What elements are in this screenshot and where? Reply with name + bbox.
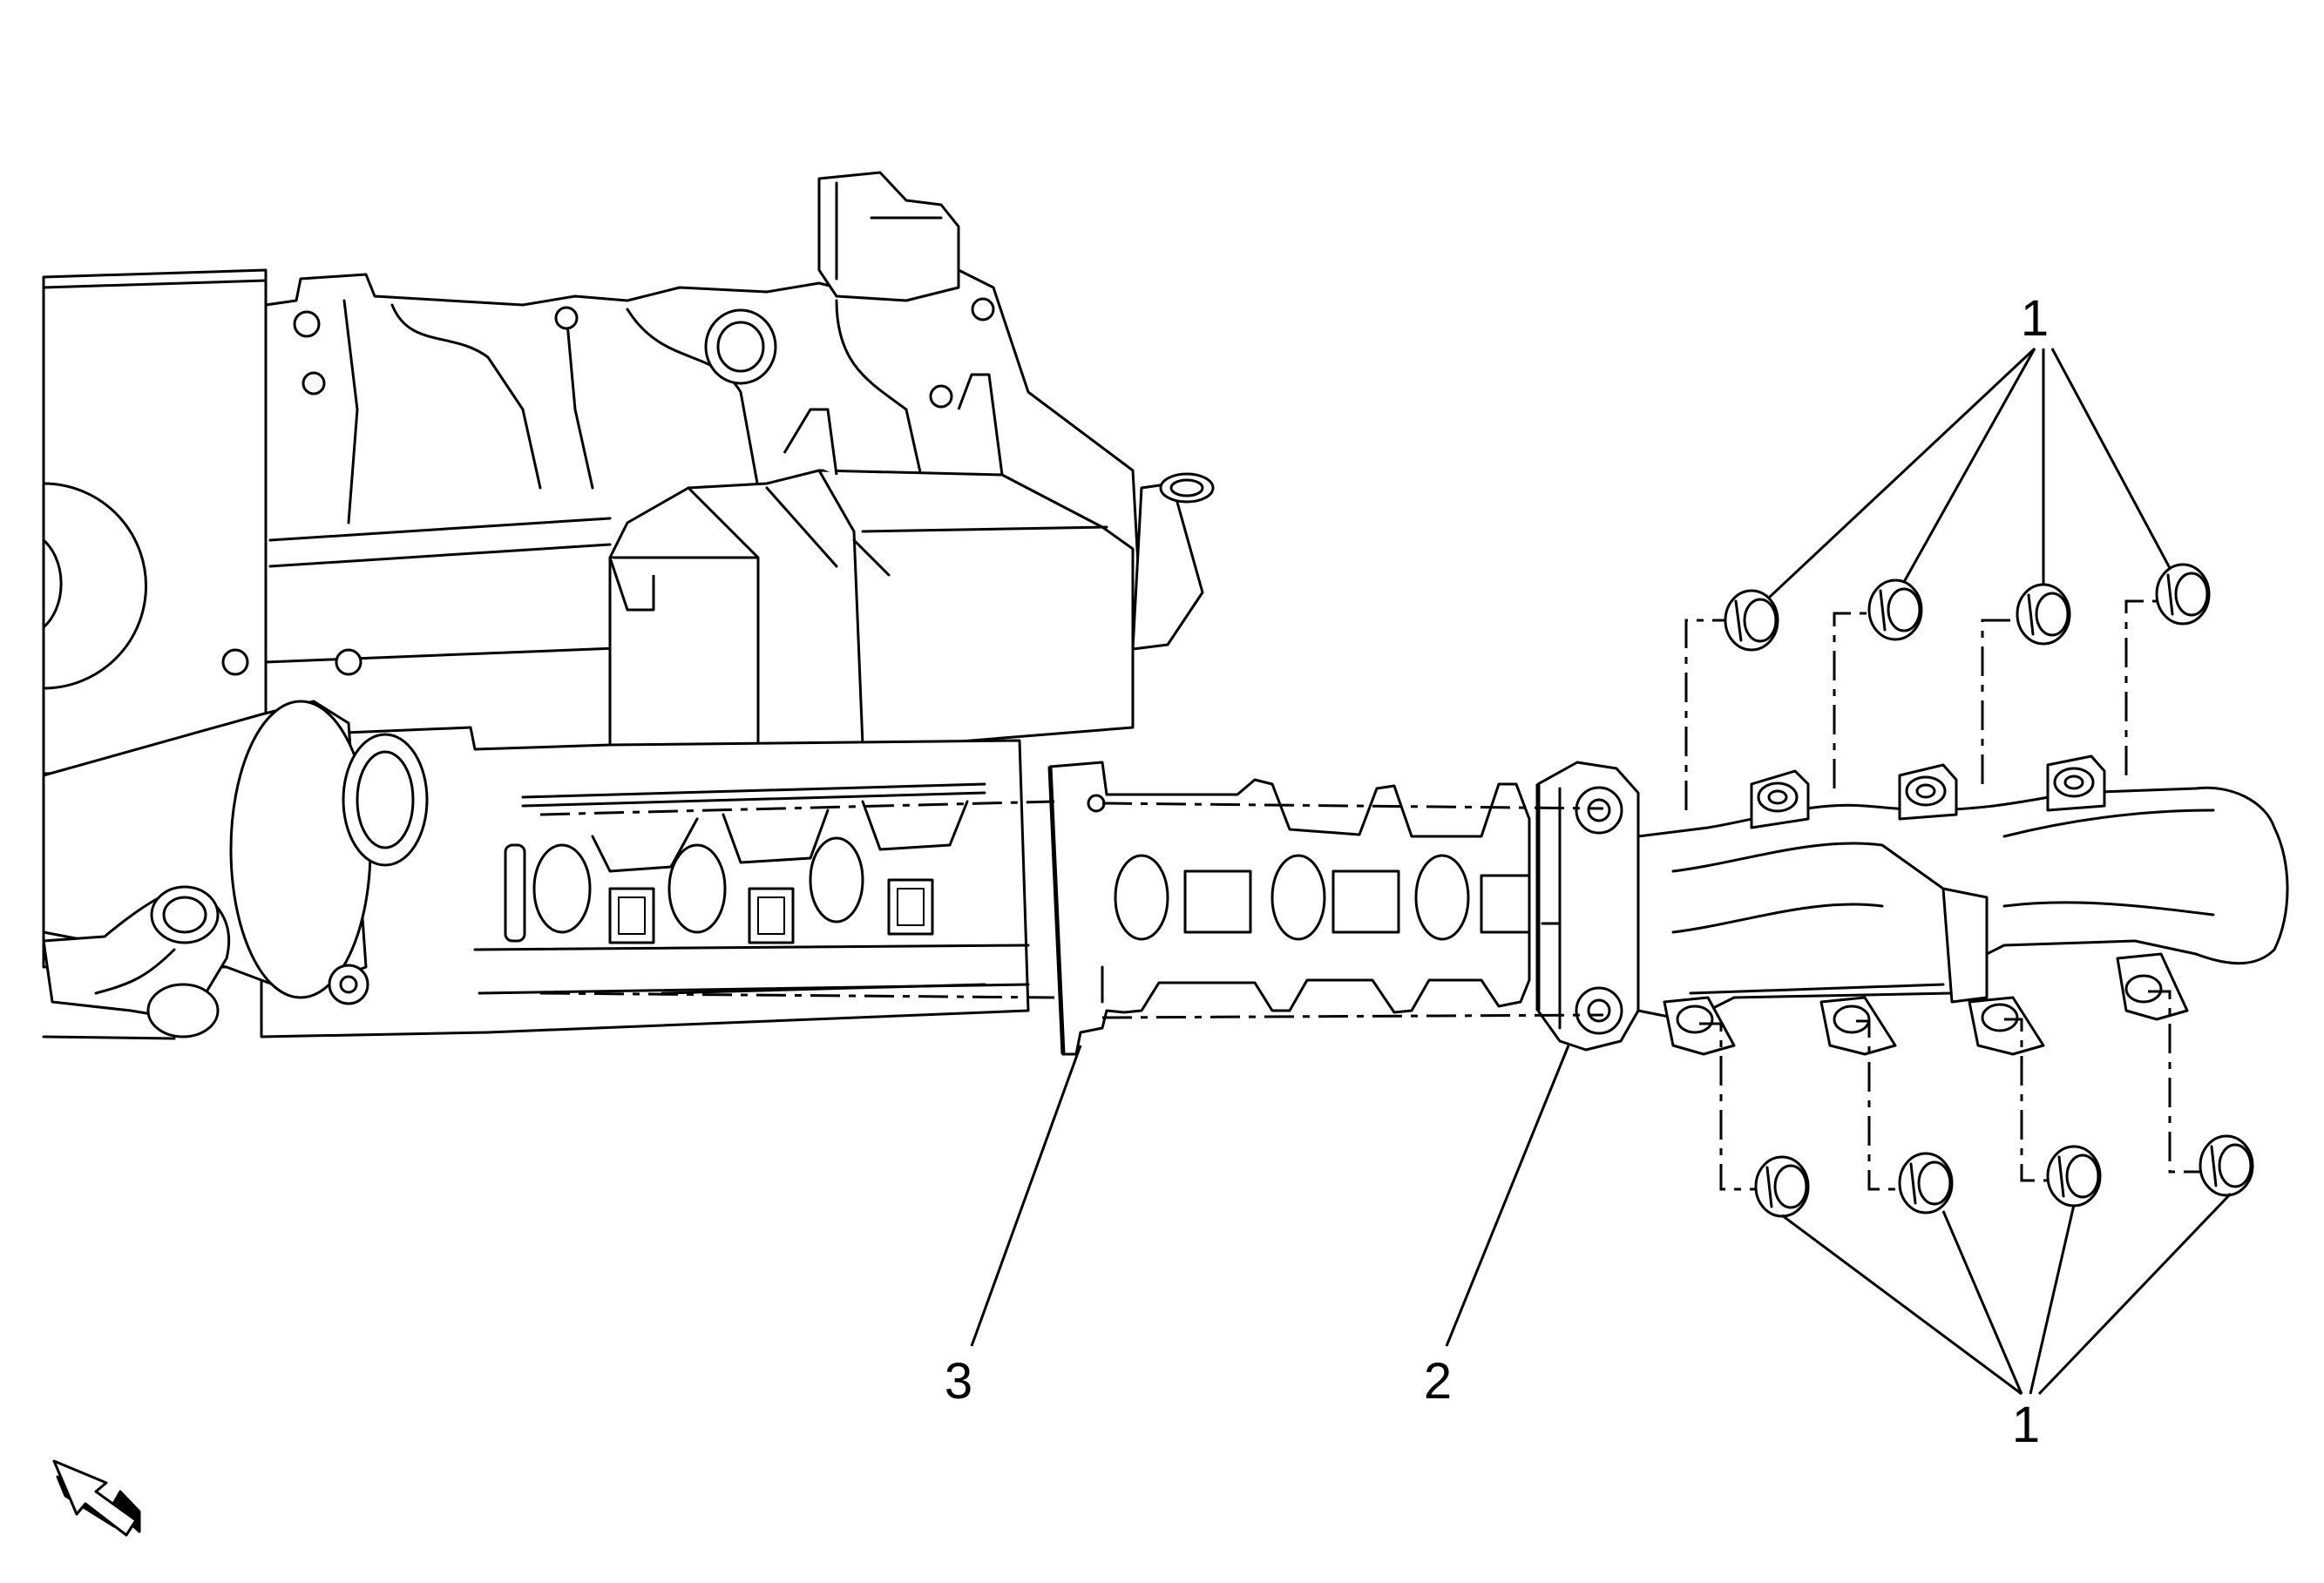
exhaust-manifold-nut xyxy=(2016,583,2071,646)
callout-1-bottom: 1 xyxy=(2012,1397,2040,1453)
exhaust-manifold-insulator xyxy=(1535,761,1640,1052)
callout-1-top: 1 xyxy=(2021,290,2049,347)
exhaust-manifold-nut xyxy=(1724,589,1779,652)
leader-lines xyxy=(970,347,2233,1396)
exhaust-manifold-nut xyxy=(2046,1145,2102,1208)
callout-2: 2 xyxy=(1424,1353,1452,1410)
callout-3: 3 xyxy=(945,1353,972,1410)
engine-assembly xyxy=(42,171,1215,1040)
exhaust-manifold-nut xyxy=(2155,563,2211,626)
exhaust-manifold-gasket xyxy=(1047,761,1531,1056)
exhaust-manifold-nut xyxy=(2199,1134,2254,1197)
alignment-lines xyxy=(539,599,2205,1191)
arrow-front-icon xyxy=(52,1459,141,1537)
exhaust-manifold-nut xyxy=(1754,1155,1810,1218)
exhaust-manifold-nuts-bottom xyxy=(1754,1134,2254,1218)
exhaust-manifold-nut xyxy=(1867,578,1923,641)
exhaust-manifold-nuts-top xyxy=(1724,563,2211,652)
exhaust-manifold-nut xyxy=(1898,1152,1954,1214)
exhaust-manifold xyxy=(1636,754,2289,1056)
